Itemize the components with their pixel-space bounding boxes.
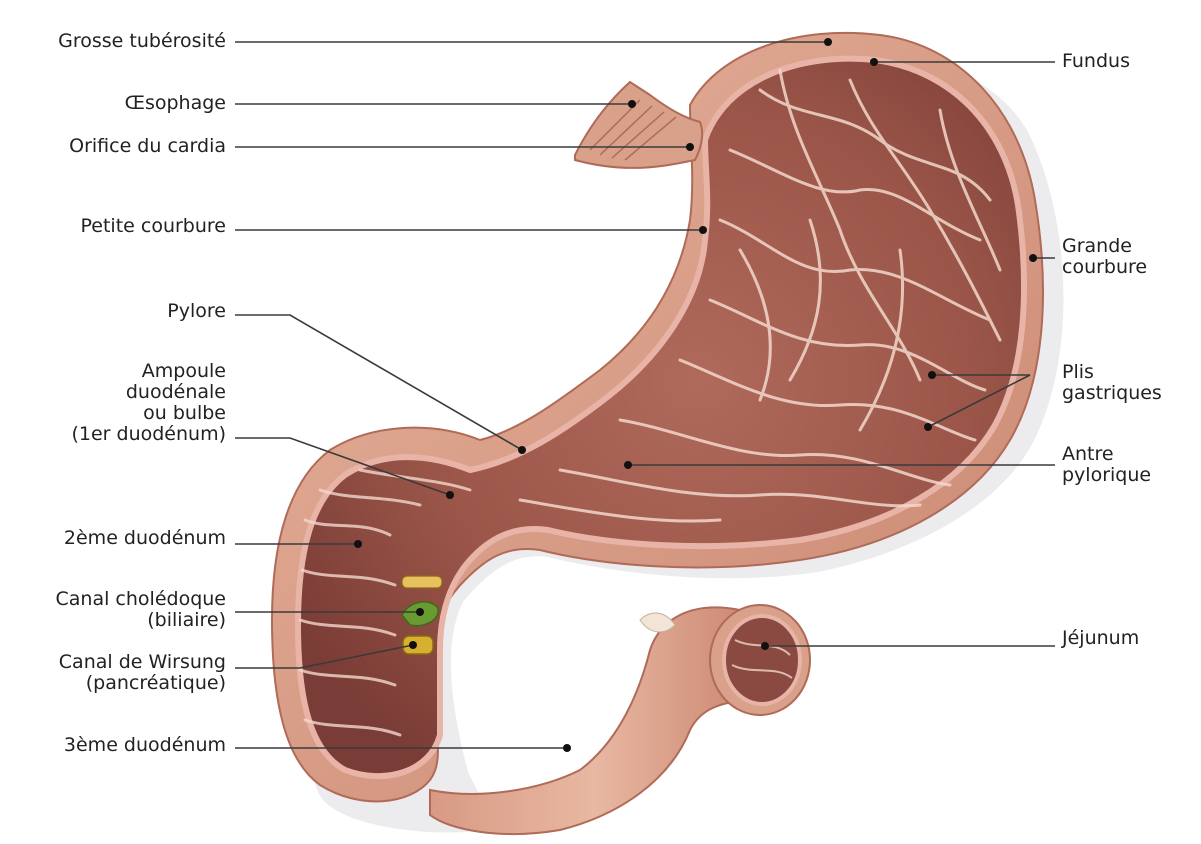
point-grosse-tuberosite bbox=[824, 38, 832, 46]
point-grande-courbure bbox=[1029, 254, 1037, 262]
label-jejunum: Jéjunum bbox=[1062, 628, 1139, 649]
label-grande-courbure: Grande courbure bbox=[1062, 236, 1147, 278]
label-2eme-duodenum: 2ème duodénum bbox=[64, 528, 226, 549]
point-oesophage bbox=[628, 100, 636, 108]
jejunum-tube bbox=[430, 607, 760, 834]
leader-pylore bbox=[235, 315, 522, 450]
point-plis-gastriques-2 bbox=[924, 423, 932, 431]
label-3eme-duodenum: 3ème duodénum bbox=[64, 735, 226, 756]
label-canal-wirsung: Canal de Wirsung (pancréatique) bbox=[59, 652, 226, 694]
label-oesophage: Œsophage bbox=[125, 93, 226, 114]
point-petite-courbure bbox=[699, 226, 707, 234]
pancreatic-duct-shape bbox=[403, 636, 433, 654]
point-orifice-cardia bbox=[686, 143, 694, 151]
point-2eme-duodenum bbox=[354, 540, 362, 548]
point-canal-wirsung bbox=[409, 641, 417, 649]
label-pylore: Pylore bbox=[167, 301, 226, 322]
label-petite-courbure: Petite courbure bbox=[81, 216, 227, 237]
label-grosse-tuberosite: Grosse tubérosité bbox=[58, 31, 226, 52]
label-orifice-cardia: Orifice du cardia bbox=[69, 136, 226, 157]
label-fundus: Fundus bbox=[1062, 51, 1130, 72]
point-fundus bbox=[870, 58, 878, 66]
point-pylore bbox=[518, 446, 526, 454]
small-duct-shape bbox=[402, 576, 442, 588]
point-ampoule bbox=[446, 491, 454, 499]
label-plis-gastriques: Plis gastriques bbox=[1062, 362, 1162, 404]
point-jejunum bbox=[761, 642, 769, 650]
label-antre-pylorique: Antre pylorique bbox=[1062, 444, 1151, 486]
label-ampoule-duodenale: Ampoule duodénale ou bulbe (1er duodénum… bbox=[71, 361, 226, 445]
esophagus bbox=[575, 82, 702, 168]
jejunum-opening-inner bbox=[724, 616, 800, 704]
jejunum-mesentery bbox=[640, 613, 675, 632]
point-3eme-duodenum bbox=[563, 744, 571, 752]
label-canal-choledoque: Canal cholédoque (biliaire) bbox=[56, 589, 226, 631]
point-antre-pylorique bbox=[624, 461, 632, 469]
point-plis-gastriques-1 bbox=[928, 371, 936, 379]
point-canal-choledoque bbox=[416, 608, 424, 616]
